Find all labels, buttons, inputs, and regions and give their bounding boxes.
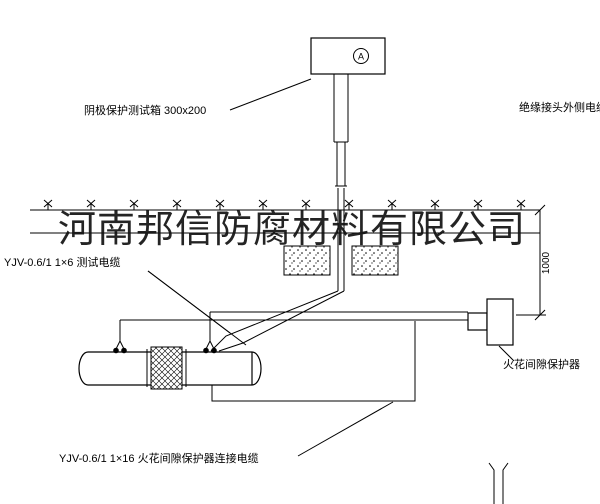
- test-cable-label: YJV-0.6/1 1×6 测试电缆: [4, 257, 121, 269]
- riser-conduit: [333, 74, 349, 291]
- test-cable-leader-lines: [147, 270, 247, 346]
- pipe-left-cap: [78, 351, 89, 386]
- concrete-blocks: [283, 245, 399, 276]
- lower-cable-route: [211, 321, 416, 402]
- weld-connection-points: [113, 312, 217, 354]
- pipeline: [78, 346, 262, 390]
- protector-stem: [467, 312, 488, 331]
- spark-gap-protector: [467, 298, 514, 346]
- protector-cable-label: YJV-0.6/1 1×16 火花间隙保护器连接电缆: [59, 453, 259, 465]
- concrete-block-left: [283, 245, 331, 276]
- dimension-1000: 1000: [516, 204, 552, 321]
- test-box-leader-line: [229, 78, 312, 111]
- protector-cable-runs: [120, 311, 468, 402]
- test-box-outline: [310, 37, 386, 75]
- concrete-block-right: [351, 245, 399, 276]
- test-box-label: 阴极保护测试箱 300x200: [84, 105, 207, 117]
- joint-flanges: [146, 349, 187, 387]
- pipe-right-cap: [251, 351, 262, 386]
- test-cables: [210, 290, 345, 352]
- protector-cable-leader-line: [297, 401, 394, 457]
- dimension-text: 1000: [541, 251, 552, 274]
- protector-body: [486, 298, 514, 346]
- bottom-right-pipe-symbol: [488, 462, 509, 504]
- meter-letter: A: [358, 52, 364, 62]
- insulating-joint: [150, 346, 183, 390]
- meter-symbol: [353, 48, 369, 64]
- test-box: A: [310, 37, 386, 75]
- ground-surface: [30, 199, 540, 234]
- spark-protector-label: 火花间隙保护器: [503, 359, 580, 371]
- outside-cable-label: 绝缘接头外侧电缆: [519, 102, 600, 114]
- ground-hatch-marks: [43, 199, 526, 211]
- protector-leader-line: [498, 345, 515, 362]
